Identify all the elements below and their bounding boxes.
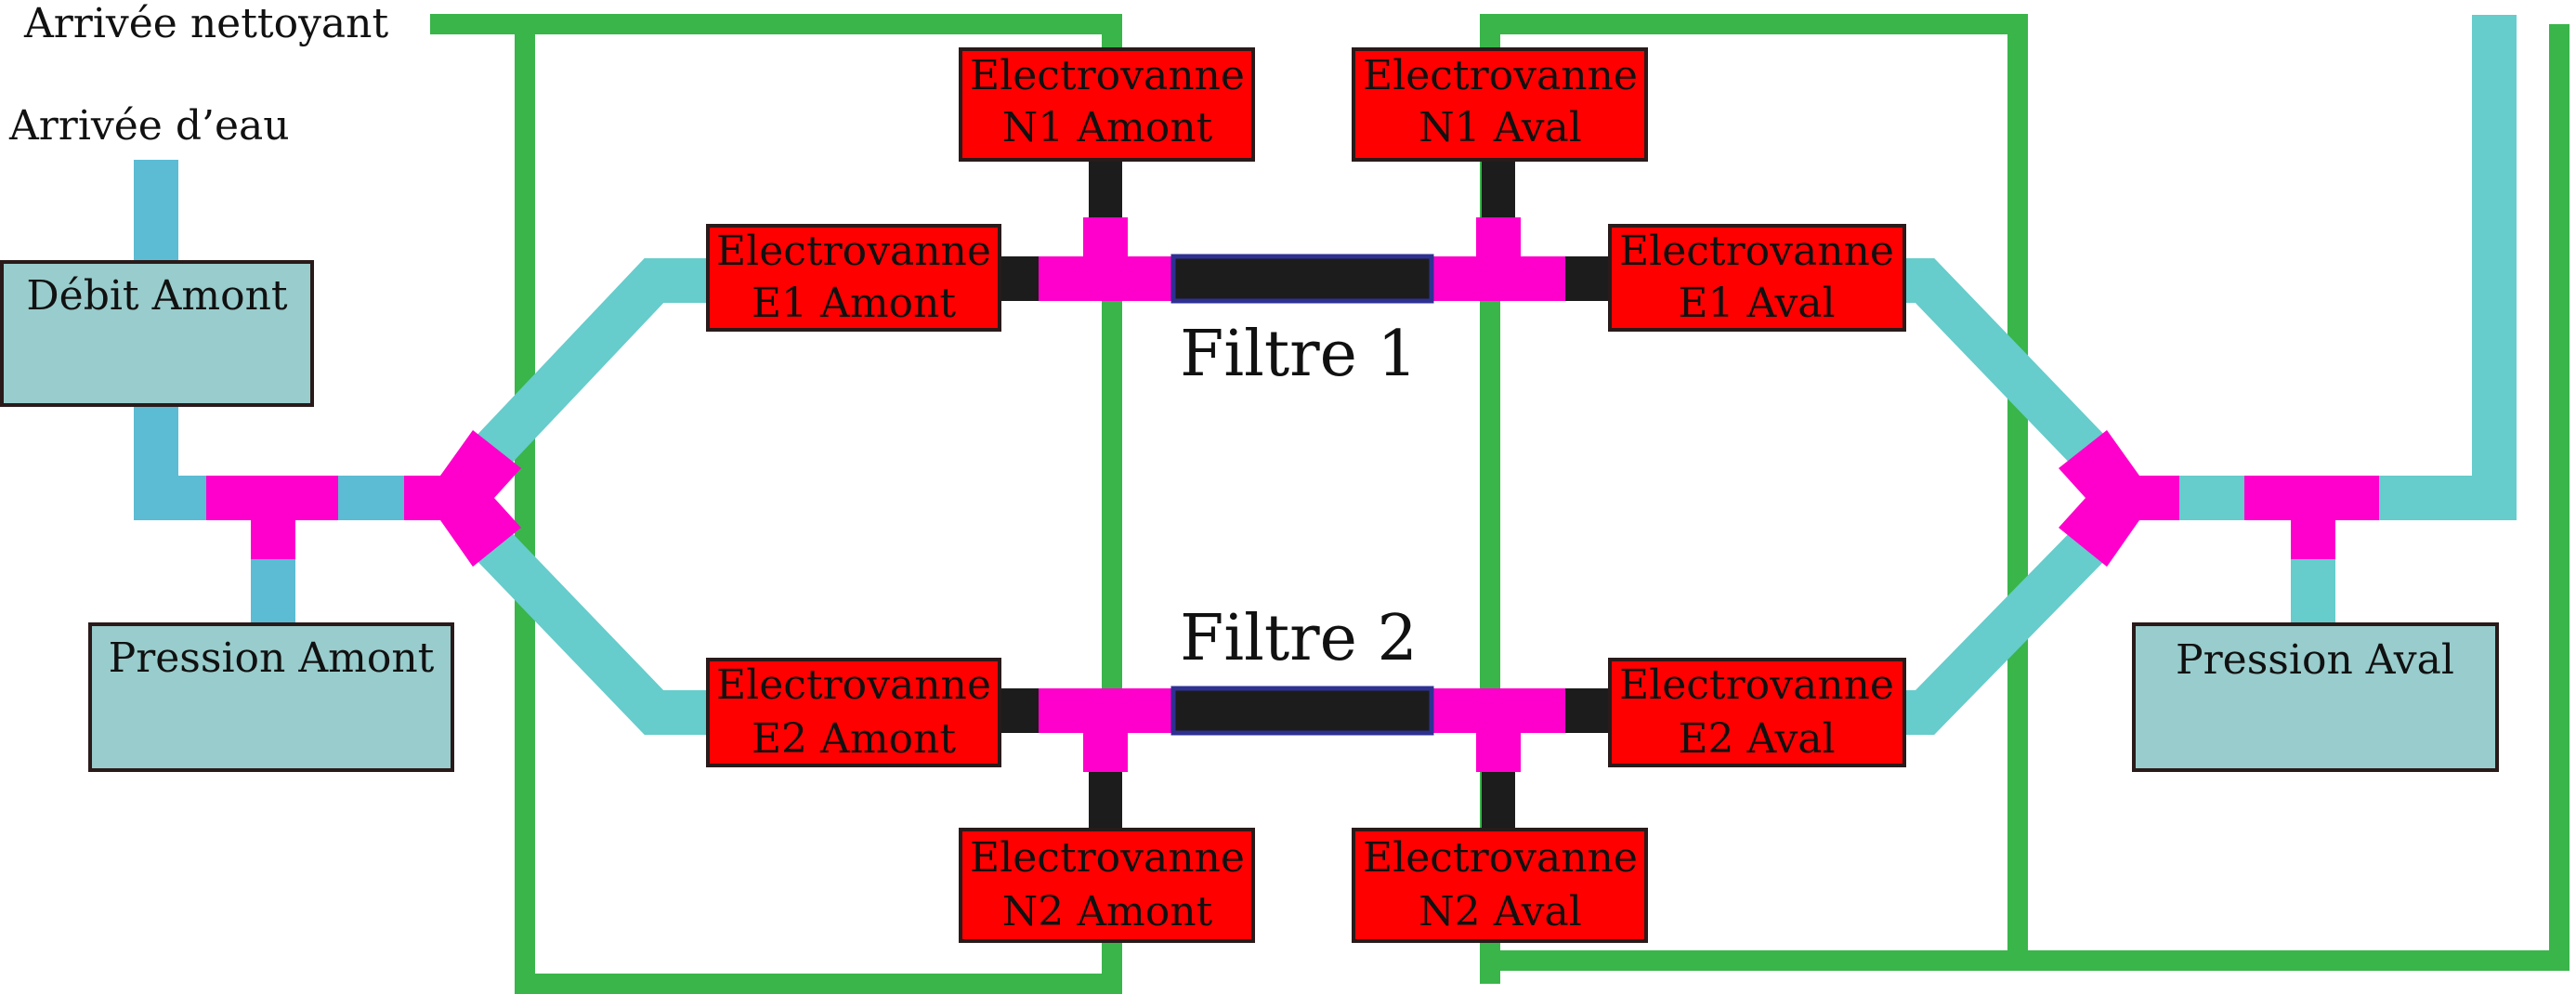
- cleaner-inlet-label: Arrivée nettoyant: [23, 0, 388, 47]
- valve-e2-aval-label-1: Electrovanne: [1619, 661, 1894, 709]
- filter-2: [1170, 686, 1434, 736]
- valve-n2-amont-label-2: N2 Amont: [1002, 888, 1213, 935]
- cleaner-line-left: [430, 14, 1122, 994]
- pression-aval-label: Pression Aval: [2176, 636, 2454, 684]
- valve-stems: [1000, 160, 1610, 830]
- sensor-boxes: [0, 260, 2499, 772]
- water-inlet-label: Arrivée d’eau: [8, 102, 290, 150]
- filter-1: [1170, 254, 1434, 304]
- valve-n1-aval-label-2: N1 Aval: [1419, 104, 1582, 151]
- branch-bottom-left: [471, 524, 708, 735]
- tee-f2-right-bar: [1432, 688, 1565, 733]
- cleaner-lines: [430, 14, 2569, 994]
- filter-2-title: Filtre 2: [1180, 602, 1418, 675]
- y-junction-left: [404, 430, 521, 567]
- tee-aval-bar: [2244, 476, 2379, 520]
- outlet-pipe: [2379, 15, 2517, 520]
- stem-n1-aval: [1482, 160, 1515, 217]
- stem-e2-amont: [1000, 688, 1039, 733]
- valve-e1-aval-label-2: E1 Aval: [1678, 280, 1835, 327]
- stem-n1-amont: [1089, 160, 1122, 217]
- debit-amont-label: Débit Amont: [26, 272, 288, 320]
- tee-aval-stem: [2291, 520, 2335, 559]
- water-pipes: [134, 15, 2517, 735]
- stem-e2-aval: [1565, 688, 1610, 733]
- valve-e2-amont: [706, 658, 1001, 767]
- valve-e2-amont-label-2: E2 Amont: [752, 715, 956, 763]
- valve-e1-aval: [1608, 224, 1906, 332]
- valve-e2-aval-label-2: E2 Aval: [1678, 715, 1835, 763]
- cleaner-line-right: [1480, 14, 2028, 984]
- valve-e1-amont: [706, 224, 1001, 332]
- pression-amont-label: Pression Amont: [109, 634, 435, 682]
- valve-n2-aval-label-1: Electrovanne: [1363, 834, 1638, 882]
- tee-f1-right-bar: [1432, 256, 1565, 301]
- valve-e2-amont-label-1: Electrovanne: [716, 661, 991, 709]
- tee-amont-bar: [206, 476, 338, 520]
- valve-n1-aval: [1352, 47, 1648, 162]
- inlet-to-tee-pipe: [134, 405, 206, 520]
- valve-e2-aval: [1608, 658, 1906, 767]
- stem-e1-amont: [1000, 256, 1039, 301]
- valve-n2-aval-label-2: N2 Aval: [1419, 888, 1582, 935]
- tee-f2-left-bar: [1039, 688, 1172, 733]
- valve-n1-amont: [959, 47, 1255, 162]
- valve-e1-amont-label-2: E1 Amont: [752, 280, 956, 327]
- valve-n2-amont: [959, 828, 1255, 943]
- tees: [206, 217, 2379, 772]
- valve-e1-aval-label-1: Electrovanne: [1619, 228, 1894, 275]
- tee-f1-left-bar: [1039, 256, 1172, 301]
- valve-n2-aval: [1352, 828, 1648, 943]
- pression-aval-box: [2132, 622, 2499, 772]
- tee-f1-right-stem: [1476, 217, 1521, 256]
- tee-f1-left-stem: [1083, 217, 1128, 256]
- debit-amont-box: [0, 260, 314, 407]
- valve-labels: Electrovanne N1 Amont Electrovanne N1 Av…: [716, 52, 1894, 935]
- stem-e1-aval: [1565, 256, 1610, 301]
- filter-1-title: Filtre 1: [1180, 318, 1418, 391]
- valve-n2-amont-label-1: Electrovanne: [970, 834, 1245, 882]
- valve-boxes: [706, 47, 1906, 943]
- cleaner-line-bottom-right: [1490, 24, 2569, 971]
- y-junction-right: [2059, 430, 2179, 567]
- tee-f2-left-stem: [1083, 733, 1128, 772]
- valve-n1-amont-label-2: N1 Amont: [1002, 104, 1213, 151]
- tee-amont-stem: [251, 520, 295, 559]
- stem-n2-aval: [1482, 772, 1515, 830]
- stem-n2-amont: [1089, 772, 1122, 830]
- valve-n1-aval-label-1: Electrovanne: [1363, 52, 1638, 99]
- branch-top-left: [471, 258, 708, 472]
- pression-amont-box: [88, 622, 454, 772]
- branch-top-right: [1904, 258, 2111, 472]
- branch-bottom-right: [1904, 524, 2111, 735]
- valve-n1-amont-label-1: Electrovanne: [970, 52, 1245, 99]
- tee-f2-right-stem: [1476, 733, 1521, 772]
- valve-e1-amont-label-1: Electrovanne: [716, 228, 991, 275]
